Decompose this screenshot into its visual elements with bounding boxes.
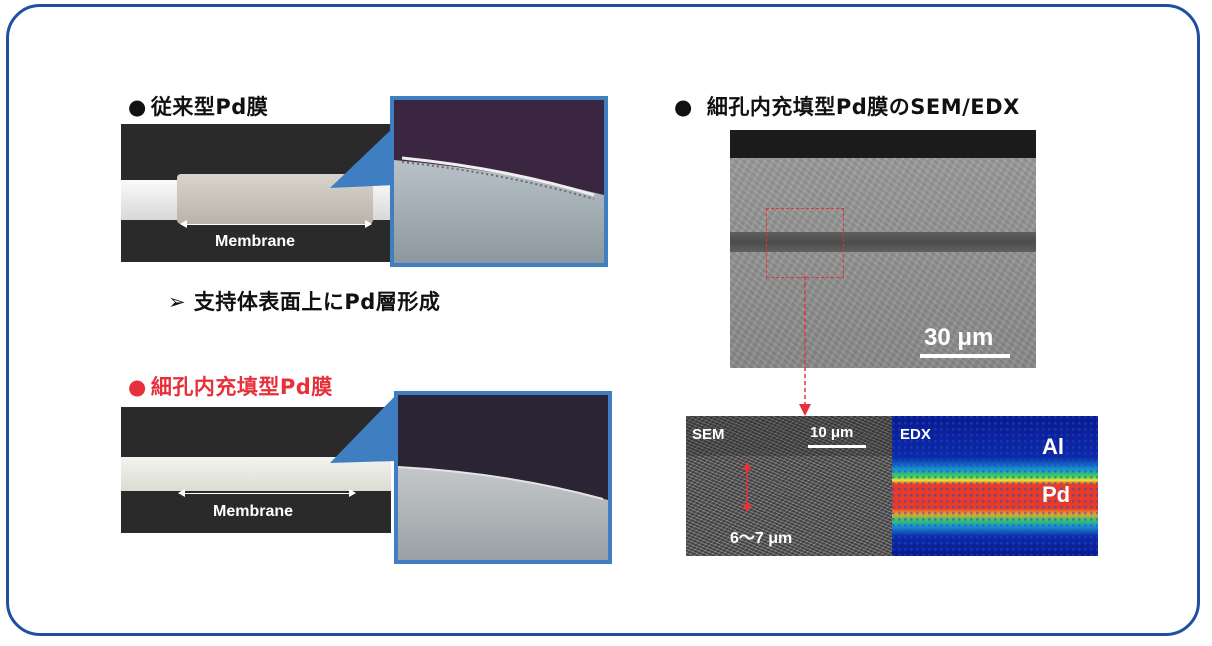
heading-bullet: ● <box>128 95 147 119</box>
pore-filled-heading: ●細孔内充填型Pd膜 <box>128 371 333 401</box>
edx-pd-label: Pd <box>1042 482 1071 507</box>
heading-bullet: ● <box>674 95 693 119</box>
conventional-zoom-art <box>394 100 604 263</box>
pore-filled-zoom-image <box>394 391 612 564</box>
conventional-heading: ●従来型Pd膜 <box>128 91 268 121</box>
membrane-arrow <box>178 489 356 497</box>
thickness-label: 6～7 μm <box>730 530 793 547</box>
pore-filled-zoom-art <box>398 395 608 560</box>
slide-frame <box>6 4 1200 636</box>
heading-bullet: ● <box>128 375 147 399</box>
sem-pd-layer <box>730 232 1036 252</box>
sem-scale-bar-small <box>808 445 866 448</box>
sem-zoom-box <box>766 208 844 278</box>
membrane-label: Membrane <box>215 233 296 250</box>
sem-scale-bar <box>920 354 1010 358</box>
edx-al-label: Al <box>1042 434 1064 459</box>
pore-filled-tube-photo: Membrane <box>121 407 391 533</box>
sem-background <box>730 130 1036 158</box>
sem-edx-heading: ● 細孔内充填型Pd膜のSEM/EDX <box>674 91 1020 121</box>
zoom-connector-arrow <box>799 276 811 416</box>
sem-substrate <box>730 158 1036 368</box>
note-arrow-icon: ➢ <box>168 290 187 314</box>
conventional-title: 従来型Pd膜 <box>150 95 269 119</box>
membrane-label: Membrane <box>213 503 294 520</box>
pore-filled-callout <box>330 395 396 463</box>
thickness-arrow <box>742 462 752 512</box>
tube-body <box>121 457 391 491</box>
membrane-arrow <box>180 220 372 228</box>
conventional-note: ➢ 支持体表面上にPd層形成 <box>168 286 440 316</box>
conventional-callout <box>330 125 396 188</box>
conventional-tube-photo: Membrane <box>121 124 391 262</box>
conventional-zoom-image <box>390 96 608 267</box>
sem-scale-label-small: 10 μm <box>810 424 854 441</box>
edx-label: EDX <box>900 426 931 443</box>
note-text: 支持体表面上にPd層形成 <box>193 290 441 314</box>
sem-scale-label: 30 μm <box>924 324 994 351</box>
sem-cross-section: 30 μm <box>730 130 1036 368</box>
edx-map: EDX Al Pd <box>892 416 1098 556</box>
sem-upper-region <box>686 416 892 456</box>
sem-magnified: SEM 10 μm 6～7 μm <box>686 416 892 556</box>
pore-filled-title: 細孔内充填型Pd膜 <box>150 375 333 399</box>
sem-label: SEM <box>692 426 725 443</box>
sem-edx-title: 細孔内充填型Pd膜のSEM/EDX <box>706 95 1020 119</box>
